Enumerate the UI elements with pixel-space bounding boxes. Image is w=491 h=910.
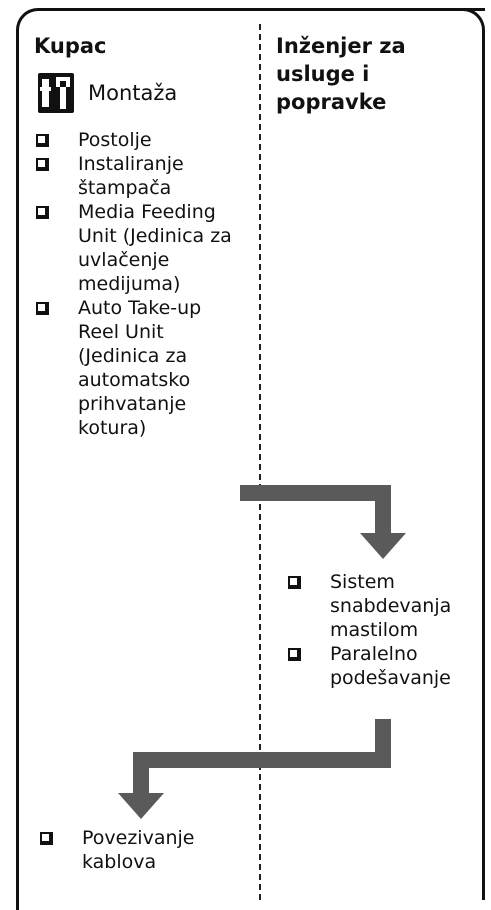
list-item: Sistem snabdevanja mastilom <box>286 570 486 642</box>
engineer-column-heading: Inženjer za usluge i popravke <box>276 34 406 114</box>
checkbox-icon <box>36 134 49 147</box>
checkbox-icon <box>288 576 301 589</box>
column-divider <box>259 24 261 900</box>
customer-column-heading: Kupac <box>34 34 107 58</box>
flow-arrow-to-engineer <box>240 485 406 559</box>
flow-arrow-to-customer <box>118 719 391 819</box>
list-item: Instaliranje štampača <box>34 152 244 200</box>
list-item: Paralelno podešavanje <box>286 642 486 690</box>
assembly-section: Montaža <box>38 73 177 113</box>
tools-icon <box>38 73 74 113</box>
checkbox-icon <box>40 832 53 845</box>
assembly-label: Montaža <box>88 81 178 105</box>
diagram-frame-corner <box>410 8 485 48</box>
list-item: Media Feeding Unit (Jedinica za uvlačenj… <box>34 200 244 296</box>
list-item: Povezivanje kablova <box>38 826 238 874</box>
checkbox-icon <box>36 302 49 315</box>
checkbox-icon <box>36 206 49 219</box>
diagram-frame <box>16 8 485 910</box>
engineer-task-list: Sistem snabdevanja mastilom Paralelno po… <box>286 570 486 690</box>
list-item: Auto Take-up Reel Unit (Jedinica za auto… <box>34 296 244 440</box>
customer-task-list: Postolje Instaliranje štampača Media Fee… <box>34 128 244 440</box>
checkbox-icon <box>288 648 301 661</box>
diagram-frame-right-edge <box>482 40 485 900</box>
list-item: Postolje <box>34 128 244 152</box>
checkbox-icon <box>36 158 49 171</box>
final-task-list: Povezivanje kablova <box>38 826 238 874</box>
